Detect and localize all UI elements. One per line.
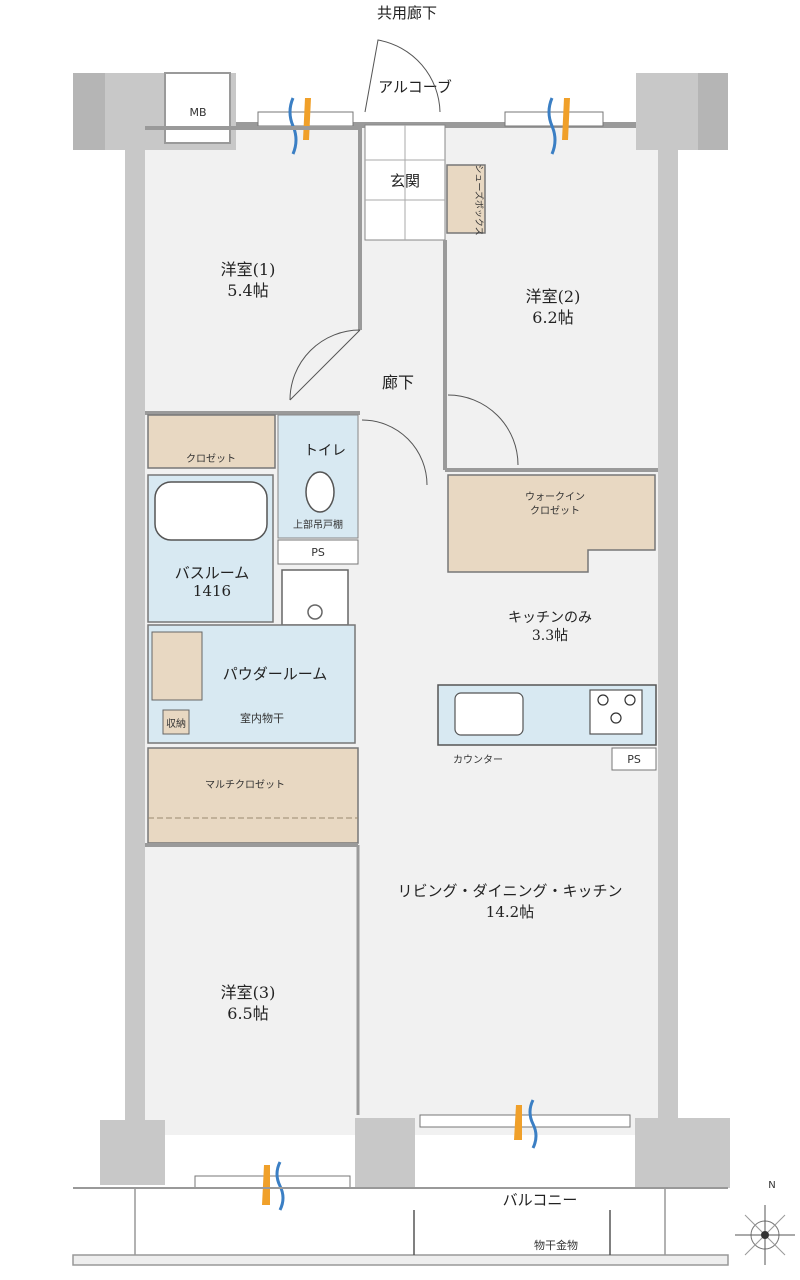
vent-arrow-orange-4 bbox=[514, 1105, 522, 1140]
window-room2 bbox=[504, 111, 604, 127]
washing-machine bbox=[281, 569, 349, 626]
vent-arrow-blue-4 bbox=[528, 1099, 538, 1149]
ldk-size: 14.2帖 bbox=[486, 903, 534, 921]
storage-box bbox=[162, 709, 190, 735]
toilet-bowl bbox=[305, 471, 335, 513]
mb-label: MB bbox=[189, 106, 206, 119]
room1-name: 洋室(1) bbox=[221, 260, 276, 279]
room2-name: 洋室(2) bbox=[526, 287, 581, 306]
room3-name: 洋室(3) bbox=[221, 983, 276, 1002]
vent-arrow-orange-3 bbox=[262, 1165, 270, 1205]
hallway-label: 廊下 bbox=[382, 373, 414, 392]
kitchen-name: キッチンのみ bbox=[508, 610, 592, 626]
pillar-top-left bbox=[73, 73, 105, 150]
balcony-railing bbox=[72, 1254, 729, 1266]
room3-size: 6.5帖 bbox=[227, 1004, 268, 1023]
ps-box-2 bbox=[611, 747, 657, 771]
bathtub bbox=[154, 481, 268, 541]
north-label: N bbox=[768, 1180, 775, 1191]
bottom-wall-left bbox=[100, 1120, 165, 1185]
storage-label: 収納 bbox=[166, 717, 186, 730]
walkin-closet bbox=[447, 474, 656, 573]
alcove-label: アルコーブ bbox=[378, 78, 452, 96]
toilet-door-swing bbox=[361, 419, 428, 486]
bottom-wall-right bbox=[635, 1118, 730, 1188]
shared-corridor-label: 共用廊下 bbox=[377, 4, 437, 22]
kitchen-size: 3.3帖 bbox=[532, 628, 568, 644]
closet-room1 bbox=[147, 414, 276, 469]
shoe-box bbox=[446, 164, 486, 234]
room1-size: 5.4帖 bbox=[227, 281, 268, 300]
right-wall bbox=[658, 145, 678, 1120]
multi-closet-label: マルチクロゼット bbox=[205, 779, 285, 791]
sink bbox=[454, 692, 524, 736]
room2-size: 6.2帖 bbox=[532, 308, 573, 327]
window-room3 bbox=[194, 1175, 351, 1189]
balcony-label: バルコニー bbox=[503, 1191, 578, 1209]
toilet-label: トイレ bbox=[304, 443, 346, 459]
indoor-drying-label: 室内物干 bbox=[240, 711, 284, 725]
entrance-label: 玄関 bbox=[390, 172, 420, 190]
shoe-box-label: シューズボックス bbox=[473, 164, 485, 235]
upper-cabinet-label: 上部吊戸棚 bbox=[293, 518, 343, 531]
mb-box bbox=[164, 72, 231, 144]
entrance-door-swing bbox=[364, 39, 441, 113]
bathroom-size: 1416 bbox=[193, 582, 231, 600]
vent-arrow-orange-2 bbox=[562, 98, 570, 140]
vent-arrow-blue-3 bbox=[275, 1161, 285, 1211]
compass-icon bbox=[735, 1205, 795, 1265]
room1-door-swing bbox=[289, 329, 361, 401]
ldk-name: リビング・ダイニング・キッチン bbox=[397, 882, 622, 900]
walkin-label-2: クロゼット bbox=[530, 505, 580, 517]
ps1-label: PS bbox=[311, 546, 325, 559]
closet-label: クロゼット bbox=[186, 453, 236, 465]
ps2-label: PS bbox=[627, 753, 641, 766]
ps-box-1 bbox=[277, 539, 359, 565]
pillar-top-right bbox=[698, 73, 728, 150]
walkin-label-1: ウォークイン bbox=[525, 491, 585, 503]
left-wall bbox=[125, 145, 145, 1120]
bottom-wall-mid bbox=[355, 1118, 415, 1188]
drying-hardware-label: 物干金物 bbox=[534, 1238, 578, 1252]
bathroom-name: バスルーム bbox=[175, 564, 250, 582]
window-ldk bbox=[419, 1114, 631, 1128]
vanity bbox=[151, 631, 203, 701]
multi-closet bbox=[147, 747, 359, 844]
room2-door-swing bbox=[447, 394, 519, 466]
vent-arrow-blue-2 bbox=[547, 97, 557, 155]
counter-label: カウンター bbox=[453, 754, 503, 766]
powder-room-label: パウダールーム bbox=[223, 665, 328, 683]
